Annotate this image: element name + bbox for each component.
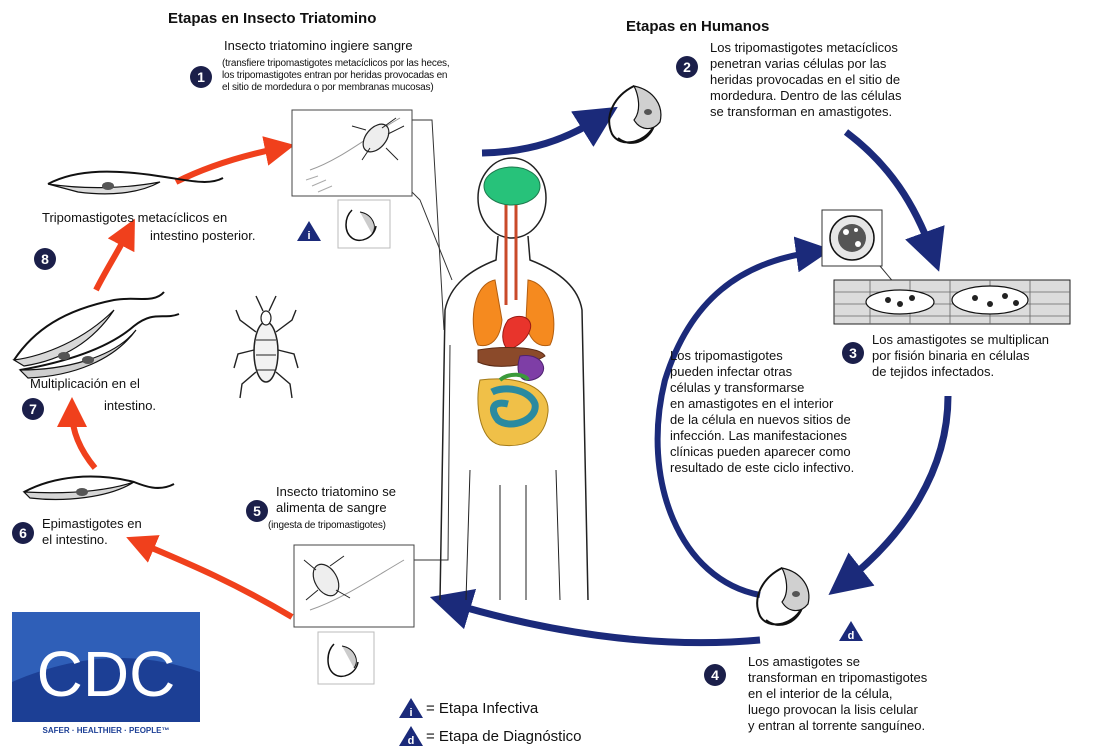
arrow-7-to-8 bbox=[96, 232, 128, 290]
svg-text:i: i bbox=[409, 707, 412, 719]
reinfection-note-line: células y transformarse bbox=[670, 380, 920, 396]
feeding-bug-box-5 bbox=[294, 545, 414, 627]
step-4-line: transforman en tripomastigotes bbox=[748, 670, 998, 686]
step-2-line: heridas provocadas en el sitio de bbox=[710, 72, 970, 88]
step-5-line: Insecto triatomino se bbox=[276, 484, 456, 500]
step-8-line-2: intestino posterior. bbox=[150, 228, 256, 244]
diagnostic-legend-icon: d bbox=[398, 725, 424, 747]
trypomastigote-inset-1 bbox=[338, 200, 390, 248]
reinfection-note-line: en amastigotes en el interior bbox=[670, 396, 920, 412]
human-body-figure bbox=[440, 158, 588, 600]
reinfection-note-line: pueden infectar otras bbox=[670, 364, 920, 380]
arrow-4-to-5 bbox=[450, 603, 760, 643]
svg-text:d: d bbox=[848, 630, 855, 642]
step-5-badge: 5 bbox=[246, 500, 268, 522]
step-4-line: en el interior de la célula, bbox=[748, 686, 998, 702]
arrow-5-to-6 bbox=[140, 543, 292, 617]
step-7-line-2: intestino. bbox=[104, 398, 156, 414]
svg-text:i: i bbox=[307, 230, 310, 242]
step-2-line: mordedura. Dentro de las células bbox=[710, 88, 970, 104]
infective-legend-icon: i bbox=[398, 697, 424, 719]
step-1-detail-line: el sitio de mordedura o por membranas mu… bbox=[222, 82, 542, 94]
legend-item-infective: i = Etapa Infectiva bbox=[398, 696, 582, 720]
epimastigote-figure bbox=[24, 477, 174, 500]
step-4-line: Los amastigotes se bbox=[748, 654, 998, 670]
step-1-detail-line: los tripomastigotes entran por heridas p… bbox=[222, 70, 542, 82]
step-8-badge: 8 bbox=[34, 248, 56, 270]
feeding-bug-box-1 bbox=[292, 110, 412, 196]
step-6-text: Epimastigotes en el intestino. bbox=[42, 516, 172, 548]
step-2-line: se transforman en amastigotes. bbox=[710, 104, 970, 120]
arrow-6-to-7 bbox=[72, 412, 95, 468]
step-4-line: luego provocan la lisis celular bbox=[748, 702, 998, 718]
infective-stage-marker: i bbox=[296, 220, 322, 242]
step-1-detail: (transfiere tripomastigotes metacíclicos… bbox=[222, 58, 542, 94]
step-2-line: penetran varias células por las bbox=[710, 56, 970, 72]
trypomastigote-human-figure bbox=[609, 86, 661, 143]
svg-text:d: d bbox=[408, 735, 415, 747]
reinfection-note-line: resultado de este ciclo infectivo. bbox=[670, 460, 920, 476]
step-1-detail-line: (transfiere tripomastigotes metacíclicos… bbox=[222, 58, 542, 70]
amastigote-cell-figure bbox=[822, 210, 900, 290]
step-6-line: el intestino. bbox=[42, 532, 172, 548]
reinfection-note-line: clínicas pueden aparecer como bbox=[670, 444, 920, 460]
step-5-text: Insecto triatomino se alimenta de sangre bbox=[276, 484, 456, 516]
diagnostic-stage-marker: d bbox=[838, 620, 864, 642]
step-5-detail: (ingesta de tripomastigotes) bbox=[268, 520, 386, 532]
step-1-title: Insecto triatomino ingiere sangre bbox=[224, 38, 413, 54]
step-7-badge: 7 bbox=[22, 398, 44, 420]
step-7-line-1: Multiplicación en el bbox=[30, 376, 140, 392]
svg-text:SAFER · HEALTHIER · PEOPLE™: SAFER · HEALTHIER · PEOPLE™ bbox=[43, 726, 170, 735]
cdc-logo: CDC SAFER · HEALTHIER · PEOPLE™ bbox=[12, 612, 200, 736]
trypomastigote-inset-5 bbox=[318, 632, 374, 684]
infected-tissue-figure bbox=[834, 280, 1070, 324]
step-2-line: Los tripomastigotes metacíclicos bbox=[710, 40, 970, 56]
arrow-1-to-2 bbox=[482, 118, 600, 153]
step-4-text: Los amastigotes se transforman en tripom… bbox=[748, 654, 998, 734]
arrow-8-to-1 bbox=[176, 148, 280, 182]
reinfection-note: Los tripomastigotes pueden infectar otra… bbox=[670, 348, 920, 476]
step-2-badge: 2 bbox=[676, 56, 698, 78]
legend-item-diagnostic: d = Etapa de Diagnóstico bbox=[398, 724, 582, 748]
step-4-line: y entran al torrente sanguíneo. bbox=[748, 718, 998, 734]
trypomastigote-bloodstream-figure bbox=[757, 568, 809, 625]
step-3-line: Los amastigotes se multiplican bbox=[872, 332, 1102, 348]
step-6-badge: 6 bbox=[12, 522, 34, 544]
legend-label-diagnostic: = Etapa de Diagnóstico bbox=[426, 728, 582, 745]
dividing-epimastigotes-figure bbox=[14, 292, 179, 378]
svg-text:CDC: CDC bbox=[37, 638, 176, 710]
legend: i = Etapa Infectiva d = Etapa de Diagnós… bbox=[398, 696, 582, 748]
reinfection-note-line: de la célula en nuevos sitios de bbox=[670, 412, 920, 428]
step-6-line: Epimastigotes en bbox=[42, 516, 172, 532]
step-8-line-1: Tripomastigotes metacíclicos en bbox=[42, 210, 227, 226]
step-4-badge: 4 bbox=[704, 664, 726, 686]
step-5-line: alimenta de sangre bbox=[276, 500, 456, 516]
legend-label-infective: = Etapa Infectiva bbox=[426, 700, 538, 717]
triatomine-bug-figure bbox=[234, 296, 298, 398]
step-1-badge: 1 bbox=[190, 66, 212, 88]
reinfection-note-line: infección. Las manifestaciones bbox=[670, 428, 920, 444]
reinfection-note-line: Los tripomastigotes bbox=[670, 348, 920, 364]
step-2-text: Los tripomastigotes metacíclicos penetra… bbox=[710, 40, 970, 120]
cdc-logo-mark: CDC SAFER · HEALTHIER · PEOPLE™ bbox=[12, 612, 200, 736]
